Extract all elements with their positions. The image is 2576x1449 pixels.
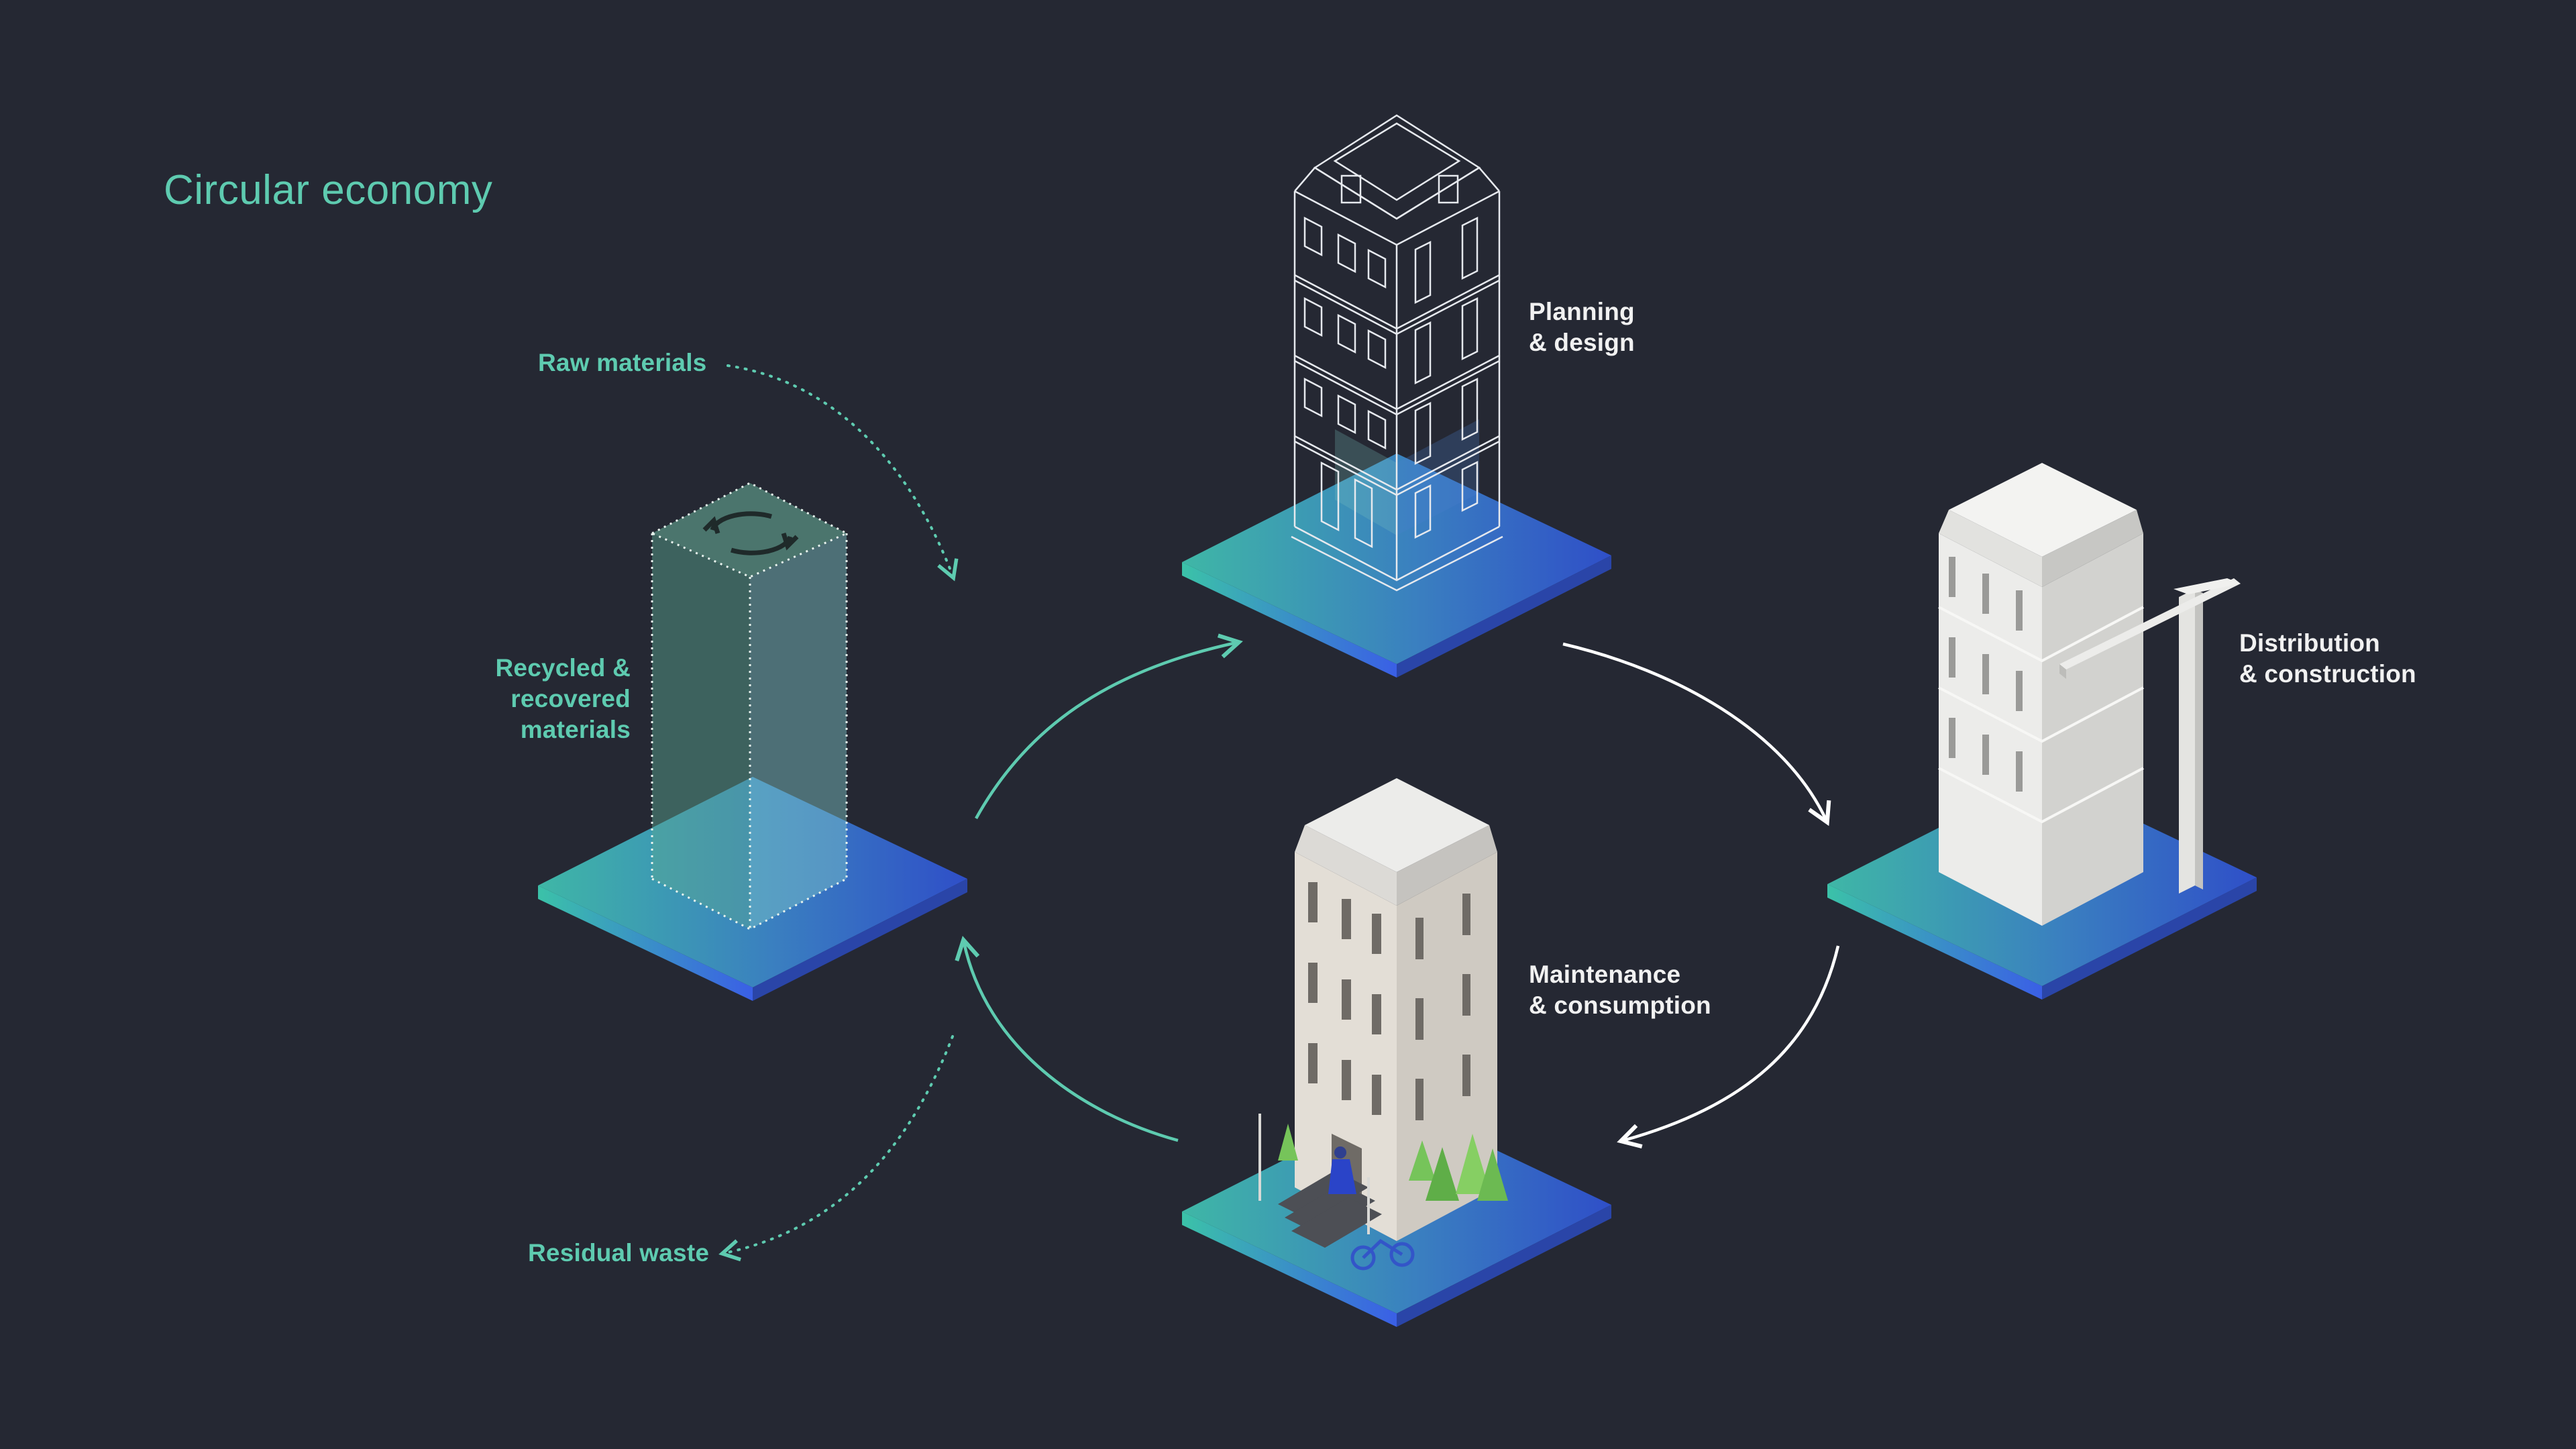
maintenance-building	[1258, 778, 1508, 1271]
recycled-material-block	[649, 482, 849, 930]
arrow-recycled-to-planning	[975, 633, 1243, 820]
crane	[2059, 578, 2241, 894]
tile-recycled	[538, 777, 967, 1001]
arrow-distribution-to-maintenance	[1617, 945, 1840, 1149]
bicycle	[1350, 1238, 1415, 1271]
arrow-raw-materials-in	[727, 364, 959, 582]
planning-wireframe-building	[1291, 114, 1503, 592]
person-figure	[1328, 1146, 1356, 1194]
label-distribution-construction: Distribution & construction	[2239, 629, 2416, 688]
arrow-maintenance-to-recycled	[955, 936, 1179, 1142]
label-raw-materials: Raw materials	[538, 349, 707, 376]
distribution-building	[1938, 463, 2241, 926]
label-maintenance-consumption: Maintenance & consumption	[1529, 961, 1711, 1019]
trees	[1278, 1124, 1508, 1201]
arrow-residual-waste-out	[718, 1035, 954, 1262]
arrow-planning-to-distribution	[1562, 642, 1831, 826]
label-planning-design: Planning & design	[1529, 298, 1635, 356]
page-title: Circular economy	[164, 167, 493, 213]
label-residual-waste: Residual waste	[528, 1239, 710, 1267]
label-recycled-materials: Recycled & recovered materials	[495, 654, 631, 743]
recycle-icon	[702, 511, 799, 555]
